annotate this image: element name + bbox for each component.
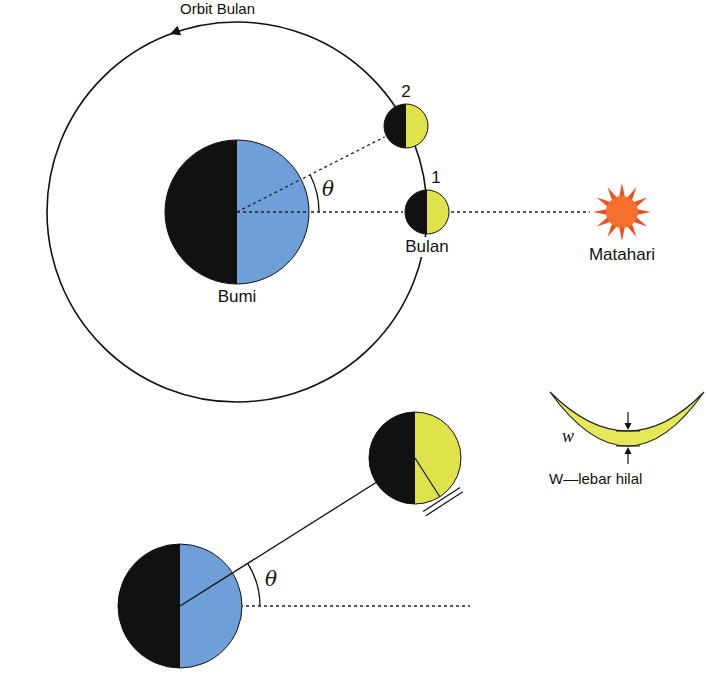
earth-night-side (118, 544, 180, 668)
sun-node: Matahari (592, 182, 652, 242)
sight-line (237, 211, 309, 212)
sight-line (303, 137, 385, 179)
dark-half (165, 140, 237, 284)
body-label: Bulan (403, 237, 450, 257)
sun-disc (606, 196, 638, 228)
lit-half (427, 190, 449, 234)
width-arrowhead (625, 447, 632, 454)
body-label: Bumi (216, 287, 259, 307)
dark-half (405, 190, 427, 234)
earth-shape (165, 140, 309, 284)
earth-day-side (180, 544, 242, 668)
moon-outline (369, 412, 461, 504)
moon-radius (415, 458, 440, 497)
width-arrowhead (625, 423, 632, 430)
position-number: 2 (399, 82, 412, 102)
moon-lit-side (415, 412, 461, 504)
sight-line (180, 458, 415, 606)
angle-symbol: θ (322, 178, 334, 201)
crescent (550, 392, 704, 446)
sight-line (451, 211, 590, 212)
moon-shape (405, 190, 449, 234)
width-tick (616, 446, 640, 447)
tangent-line (426, 492, 463, 516)
width-tick (616, 431, 640, 432)
position-number: 1 (429, 168, 442, 188)
moon-orbit (47, 22, 427, 402)
moon-node: 1Bulan (405, 190, 449, 234)
moon-dark-side (369, 412, 415, 504)
angle-arc (248, 563, 260, 606)
moon-shape (384, 104, 428, 148)
body-label: Matahari (587, 245, 657, 265)
sight-line (311, 211, 403, 212)
angle-arc (310, 175, 319, 212)
outline (384, 104, 428, 148)
width-caption: W—lebar hilal (549, 470, 642, 487)
sun-shape (592, 182, 652, 242)
moon-node: 2 (384, 104, 428, 148)
outline (405, 190, 449, 234)
lit-half (406, 104, 428, 148)
orbit-label: Orbit Bulan (180, 0, 255, 17)
outline (165, 140, 309, 284)
earth-node: Bumi (165, 140, 309, 284)
angle-symbol: θ (265, 568, 277, 591)
width-symbol: w (562, 426, 574, 447)
dark-half (384, 104, 406, 148)
sight-line (237, 179, 301, 212)
tangent-line (423, 488, 460, 512)
orbit-arrowhead (170, 26, 181, 35)
lit-half (237, 140, 309, 284)
